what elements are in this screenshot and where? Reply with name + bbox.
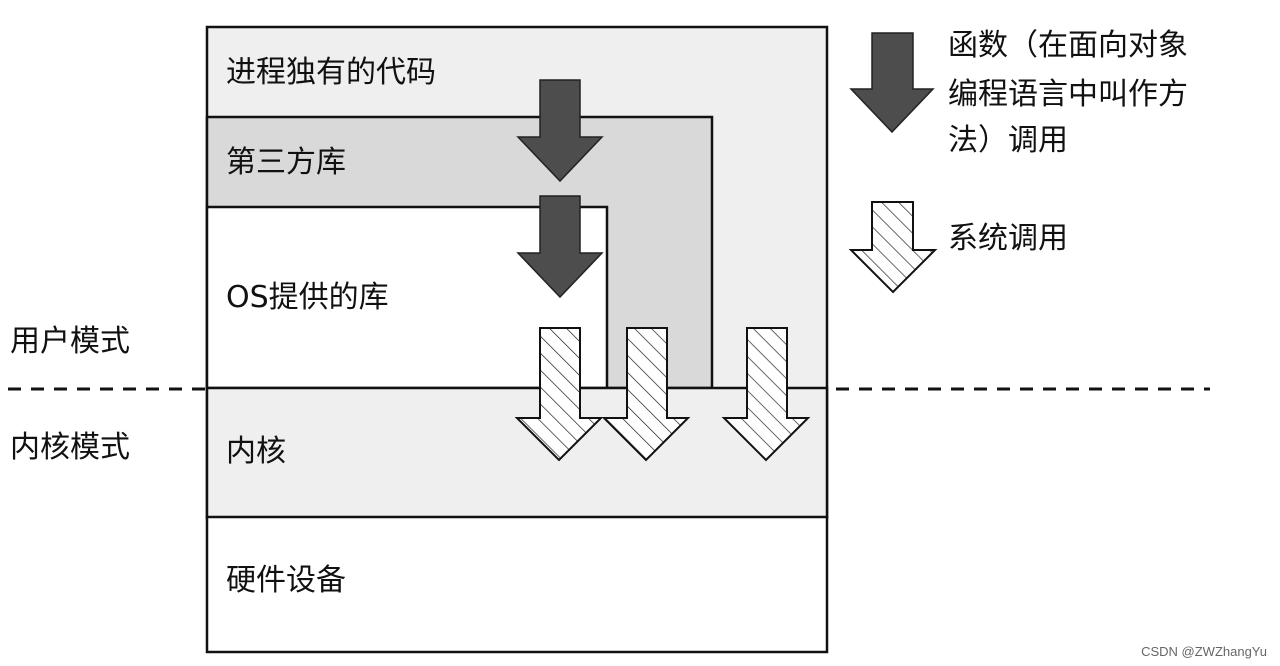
label-third-party: 第三方库	[226, 145, 346, 180]
system-call-arrow-2	[601, 327, 691, 462]
system-call-arrow-1	[514, 327, 604, 462]
system-call-arrow-3	[721, 327, 811, 462]
label-user-mode: 用户模式	[10, 324, 130, 359]
label-process-code: 进程独有的代码	[226, 55, 436, 90]
layer-hardware	[205, 515, 829, 654]
legend-system-call-arrow	[848, 201, 938, 294]
legend-function-call-label-1: 函数（在面向对象	[948, 28, 1188, 63]
legend-function-call-label-2: 编程语言中叫作方	[948, 77, 1188, 112]
layer-kernel	[205, 386, 829, 520]
legend-function-call-arrow	[849, 32, 935, 134]
function-call-arrow-2	[516, 195, 604, 299]
label-hardware: 硬件设备	[226, 563, 346, 598]
legend-function-call-label-3: 法）调用	[948, 123, 1068, 158]
label-kernel-mode: 内核模式	[10, 430, 130, 465]
function-call-arrow-1	[516, 79, 604, 183]
label-kernel: 内核	[226, 434, 286, 469]
legend-system-call-label: 系统调用	[948, 221, 1068, 256]
label-os-library: OS提供的库	[226, 280, 389, 315]
watermark: CSDN @ZWZhangYu	[1141, 644, 1267, 659]
